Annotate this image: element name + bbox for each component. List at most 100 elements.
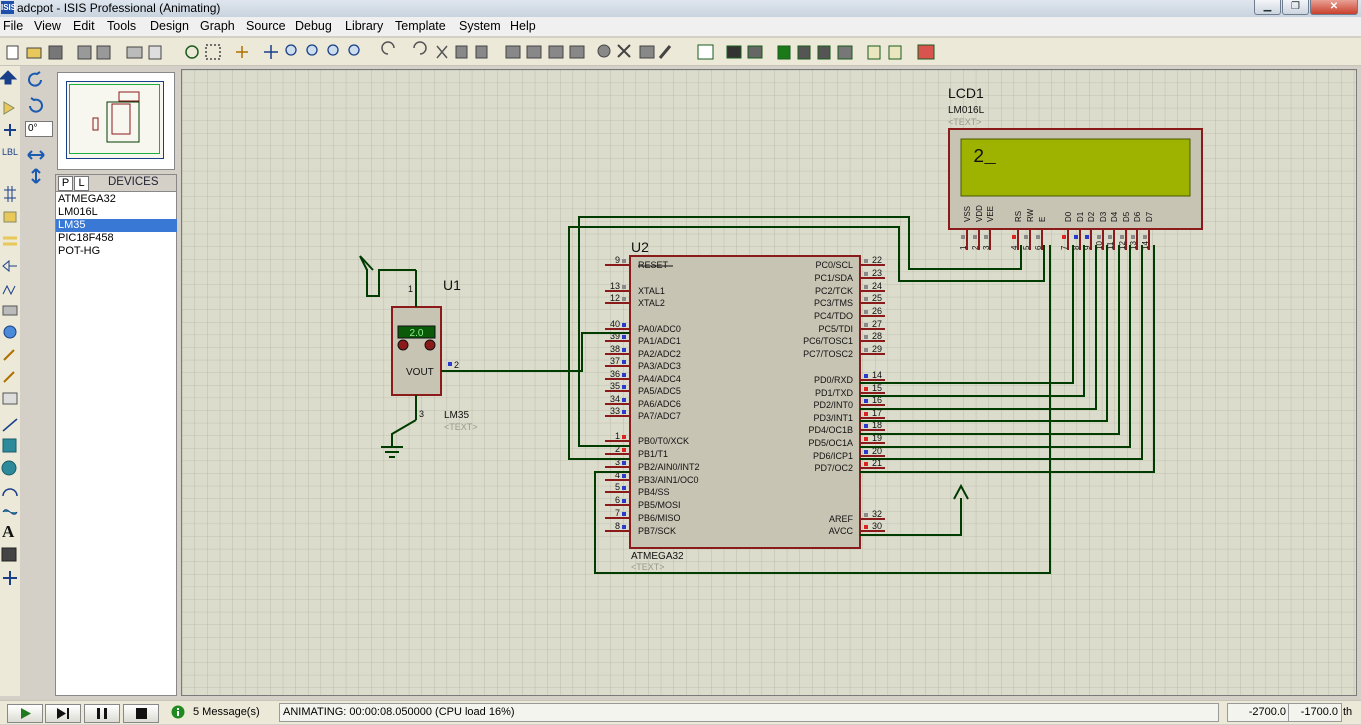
list-item[interactable]: POT-HG bbox=[58, 245, 101, 257]
terminal-icon[interactable] bbox=[3, 236, 17, 246]
atmega32-body[interactable] bbox=[629, 255, 861, 549]
play-button[interactable] bbox=[7, 704, 43, 723]
menu-edit[interactable]: Edit bbox=[73, 19, 95, 33]
menu-tools[interactable]: Tools bbox=[107, 19, 137, 33]
component-icon[interactable] bbox=[3, 101, 15, 115]
maximize-button[interactable]: ❐ bbox=[1282, 0, 1309, 15]
open-folder-icon[interactable] bbox=[26, 47, 42, 59]
packaging-icon[interactable] bbox=[639, 45, 655, 59]
new-sheet-icon[interactable] bbox=[797, 45, 811, 60]
cut-icon[interactable] bbox=[436, 45, 448, 59]
stop-button[interactable] bbox=[123, 704, 159, 723]
menu-library[interactable]: Library bbox=[345, 19, 384, 33]
marker-icon[interactable] bbox=[3, 571, 17, 585]
save-icon[interactable] bbox=[48, 45, 63, 60]
label-tool-icon[interactable]: LBL bbox=[2, 147, 19, 157]
text-tool-icon[interactable]: A bbox=[2, 522, 15, 541]
menu-system[interactable]: System bbox=[459, 19, 501, 33]
bom-icon[interactable] bbox=[867, 45, 881, 60]
list-item-selected[interactable]: LM35 bbox=[56, 219, 177, 232]
pan-icon[interactable] bbox=[264, 45, 278, 59]
print-icon[interactable] bbox=[126, 46, 143, 59]
origin-icon[interactable] bbox=[236, 46, 248, 58]
power-terminal-icon[interactable] bbox=[359, 255, 374, 271]
subcircuit-icon[interactable] bbox=[3, 211, 17, 223]
make-device-icon[interactable] bbox=[617, 44, 631, 58]
pause-button[interactable] bbox=[84, 704, 120, 723]
messages-count[interactable]: 5 Message(s) bbox=[193, 706, 260, 718]
exit-parent-icon[interactable] bbox=[837, 45, 853, 60]
voltage-probe-icon[interactable] bbox=[3, 349, 15, 361]
undo-icon[interactable] bbox=[381, 41, 395, 55]
line-icon[interactable] bbox=[2, 418, 18, 432]
generator-icon[interactable] bbox=[3, 325, 17, 339]
copy-icon[interactable] bbox=[455, 45, 468, 59]
menu-view[interactable]: View bbox=[34, 19, 61, 33]
area-icon[interactable] bbox=[148, 45, 162, 60]
menu-help[interactable]: Help bbox=[510, 19, 536, 33]
graph-icon[interactable] bbox=[2, 284, 16, 296]
menu-source[interactable]: Source bbox=[246, 19, 286, 33]
block-delete-icon[interactable] bbox=[569, 45, 585, 59]
property-assign-icon[interactable] bbox=[747, 45, 763, 59]
schematic-drawing[interactable]: LCD1 LM016L <TEXT> 2_ VSS1VDD2VEE3RS4RW5… bbox=[182, 70, 1356, 695]
paste-icon[interactable] bbox=[475, 45, 488, 59]
block-rotate-icon[interactable] bbox=[548, 45, 564, 59]
zoom-in-icon[interactable] bbox=[285, 44, 297, 56]
rotate-ccw-icon[interactable] bbox=[29, 97, 43, 113]
mirror-x-icon[interactable] bbox=[27, 150, 45, 160]
decompose-icon[interactable] bbox=[658, 45, 672, 59]
import-icon[interactable] bbox=[77, 45, 92, 60]
list-item[interactable]: ATMEGA32 bbox=[58, 193, 116, 205]
bus-icon[interactable] bbox=[4, 186, 16, 202]
grid-icon[interactable] bbox=[205, 44, 221, 60]
path-icon[interactable] bbox=[2, 509, 18, 515]
temp-up-button[interactable] bbox=[424, 339, 436, 351]
remove-sheet-icon[interactable] bbox=[817, 45, 831, 60]
virtual-instrument-icon[interactable] bbox=[2, 392, 18, 405]
tape-icon[interactable] bbox=[2, 305, 18, 316]
selection-icon[interactable] bbox=[0, 70, 18, 85]
close-button[interactable]: ✕ bbox=[1310, 0, 1358, 15]
temp-down-button[interactable] bbox=[397, 339, 409, 351]
menu-file[interactable]: File bbox=[3, 19, 24, 33]
rotate-cw-icon[interactable] bbox=[28, 71, 42, 87]
library-manager-button[interactable]: L bbox=[74, 176, 89, 191]
menu-debug[interactable]: Debug bbox=[295, 19, 332, 33]
current-probe-icon[interactable] bbox=[3, 371, 15, 383]
pin-icon[interactable] bbox=[2, 259, 17, 273]
redo-icon[interactable] bbox=[413, 41, 427, 55]
block-copy-icon[interactable] bbox=[505, 45, 521, 59]
ares-icon[interactable] bbox=[917, 44, 935, 60]
step-button[interactable] bbox=[45, 704, 81, 723]
pick-device-icon[interactable] bbox=[597, 44, 611, 58]
zoom-out-icon[interactable] bbox=[306, 44, 318, 56]
menu-graph[interactable]: Graph bbox=[200, 19, 235, 33]
junction-icon[interactable] bbox=[4, 124, 16, 136]
minimize-button[interactable]: ▁ bbox=[1254, 0, 1281, 15]
list-item[interactable]: PIC18F458 bbox=[58, 232, 114, 244]
pick-devices-button[interactable]: P bbox=[58, 176, 73, 191]
lm35-body[interactable] bbox=[391, 306, 442, 396]
refresh-icon[interactable] bbox=[185, 45, 199, 59]
box-icon[interactable] bbox=[2, 438, 17, 453]
erc-icon[interactable] bbox=[888, 45, 902, 60]
export-icon[interactable] bbox=[96, 45, 111, 60]
new-file-icon[interactable] bbox=[6, 45, 19, 60]
zoom-all-icon[interactable] bbox=[327, 44, 339, 56]
design-explorer-icon[interactable] bbox=[777, 45, 791, 60]
menu-template[interactable]: Template bbox=[395, 19, 446, 33]
overview-window[interactable] bbox=[57, 72, 175, 170]
circle-icon[interactable] bbox=[1, 460, 17, 476]
menu-design[interactable]: Design bbox=[150, 19, 189, 33]
avcc-terminal-icon[interactable] bbox=[953, 483, 969, 500]
rotation-angle-input[interactable]: 0° bbox=[25, 121, 53, 137]
arc-icon[interactable] bbox=[2, 488, 18, 497]
wire-autorouter-icon[interactable] bbox=[697, 44, 714, 60]
mirror-y-icon[interactable] bbox=[31, 168, 41, 184]
list-item[interactable]: LM016L bbox=[58, 206, 98, 218]
zoom-area-icon[interactable] bbox=[348, 44, 360, 56]
overview-viewport[interactable] bbox=[69, 84, 160, 154]
search-tag-icon[interactable] bbox=[726, 45, 742, 59]
